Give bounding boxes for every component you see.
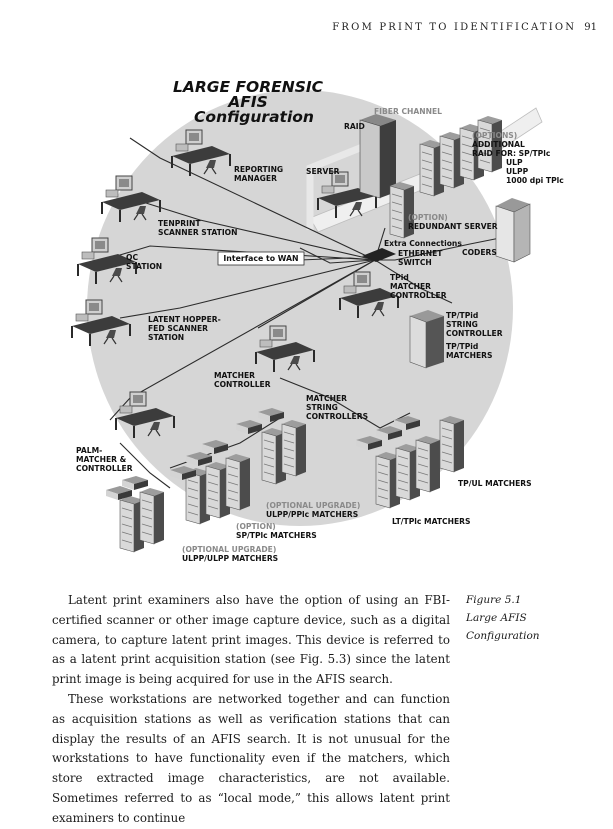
paragraph: These workstations are networked togethe…	[52, 691, 450, 825]
running-header: FROM PRINT TO IDENTIFICATION 91	[0, 22, 597, 33]
coders-cabinet-icon	[495, 198, 531, 263]
label-optional-upgrade-1: (OPTIONAL UPGRADE)	[266, 501, 360, 510]
label-tp-ul-matchers: TP/UL MATCHERS	[458, 479, 532, 488]
figure-caption: Figure 5.1 Large AFIS Configuration	[466, 591, 596, 645]
label-manager: MANAGER	[234, 174, 277, 183]
label-lt-tplc: LT/TPlc MATCHERS	[392, 517, 470, 526]
label-coders: CODERS	[462, 248, 497, 257]
label-fiber-channel: FIBER CHANNEL	[374, 107, 442, 116]
label-tenprint: TENPRINT	[158, 219, 201, 228]
label-ulp: ULP	[506, 158, 523, 167]
title-line-1: LARGE FORENSIC	[173, 78, 324, 96]
label-ulpp: ULPP	[506, 167, 529, 176]
label-tp-tpid-string-3: CONTROLLER	[446, 329, 503, 338]
label-switch: SWITCH	[398, 258, 432, 267]
figure-number: Figure 5.1	[466, 594, 522, 606]
interface-to-wan-box	[217, 251, 305, 266]
label-palm-matcher: MATCHER &	[76, 455, 127, 464]
title-line-3: Configuration	[194, 108, 314, 126]
body-text: Latent print examiners also have the opt…	[52, 591, 450, 829]
label-scanner-station: SCANNER STATION	[158, 228, 237, 237]
label-tp-tpid-string-1: TP/TPid	[446, 311, 478, 320]
label-matcher-controller-1: MATCHER	[214, 371, 255, 380]
label-ethernet: ETHERNET	[398, 249, 443, 258]
label-ulpp-ppic: ULPP/PPlc MATCHERS	[266, 510, 358, 519]
title-line-2: AFIS	[227, 93, 268, 111]
label-msc-3: CONTROLLERS	[306, 412, 368, 421]
label-latent-station: STATION	[148, 333, 184, 342]
label-palm: PALM-	[76, 446, 102, 455]
label-msc-2: STRING	[306, 403, 338, 412]
paragraph: Latent print examiners also have the opt…	[52, 593, 450, 687]
label-raid: RAID	[344, 122, 365, 131]
running-title: FROM PRINT TO IDENTIFICATION	[332, 22, 577, 33]
label-tpid-controller: CONTROLLER	[390, 291, 447, 300]
label-optional-upgrade-2: (OPTIONAL UPGRADE)	[182, 545, 276, 554]
figure-title: LARGE FORENSIC AFIS Configuration	[173, 78, 324, 126]
label-ulpp-ulpp: ULPP/ULPP MATCHERS	[182, 554, 278, 563]
label-msc-1: MATCHER	[306, 394, 347, 403]
label-extra-connections: Extra Connections	[384, 239, 462, 248]
label-redundant-server: REDUNDANT SERVER	[408, 222, 498, 231]
tp-tpid-string-cabinet-icon	[409, 310, 444, 369]
page-number: 91	[584, 22, 597, 33]
ulpp-ulpp-matcher-racks	[119, 487, 165, 553]
label-tp-tpid-matchers-1: TP/TPid	[446, 342, 478, 351]
label-matcher-controller-2: CONTROLLER	[214, 380, 271, 389]
label-options: (OPTIONS)	[472, 131, 517, 140]
figure-caption-title: Large AFIS Configuration	[466, 612, 540, 642]
label-raid-for: RAID FOR: SP/TPlc	[472, 149, 550, 158]
label-sp-tplc: SP/TPlc MATCHERS	[236, 531, 317, 540]
label-tpid-matcher: MATCHER	[390, 282, 431, 291]
label-fed-scanner: FED SCANNER	[148, 324, 208, 333]
tp-ul-matcher-racks	[439, 415, 465, 473]
label-tpid: TPid	[390, 273, 409, 282]
label-additional-raid: ADDITIONAL	[472, 140, 525, 149]
afis-configuration-figure: LARGE FORENSIC AFIS Configuration	[0, 48, 613, 578]
label-interface-to-wan: Interface to WAN	[223, 254, 298, 263]
label-latent-hopper: LATENT HOPPER-	[148, 315, 221, 324]
label-option-redundant: (OPTION)	[408, 213, 448, 222]
label-tp-tpid-string-2: STRING	[446, 320, 478, 329]
label-qc-station: STATION	[126, 262, 162, 271]
label-reporting: REPORTING	[234, 165, 283, 174]
label-tp-tpid-matchers-2: MATCHERS	[446, 351, 492, 360]
label-palm-controller: CONTROLLER	[76, 464, 133, 473]
label-server: SERVER	[306, 167, 340, 176]
raid-rack-icon	[359, 114, 396, 199]
ulpp-ppic-matcher-racks	[261, 419, 307, 485]
label-qc: QC	[126, 253, 138, 262]
ethernet-switch-icon	[362, 248, 396, 262]
label-option-sp: (OPTION)	[236, 522, 276, 531]
label-1000-dpi: 1000 dpi TPlc	[506, 176, 564, 185]
